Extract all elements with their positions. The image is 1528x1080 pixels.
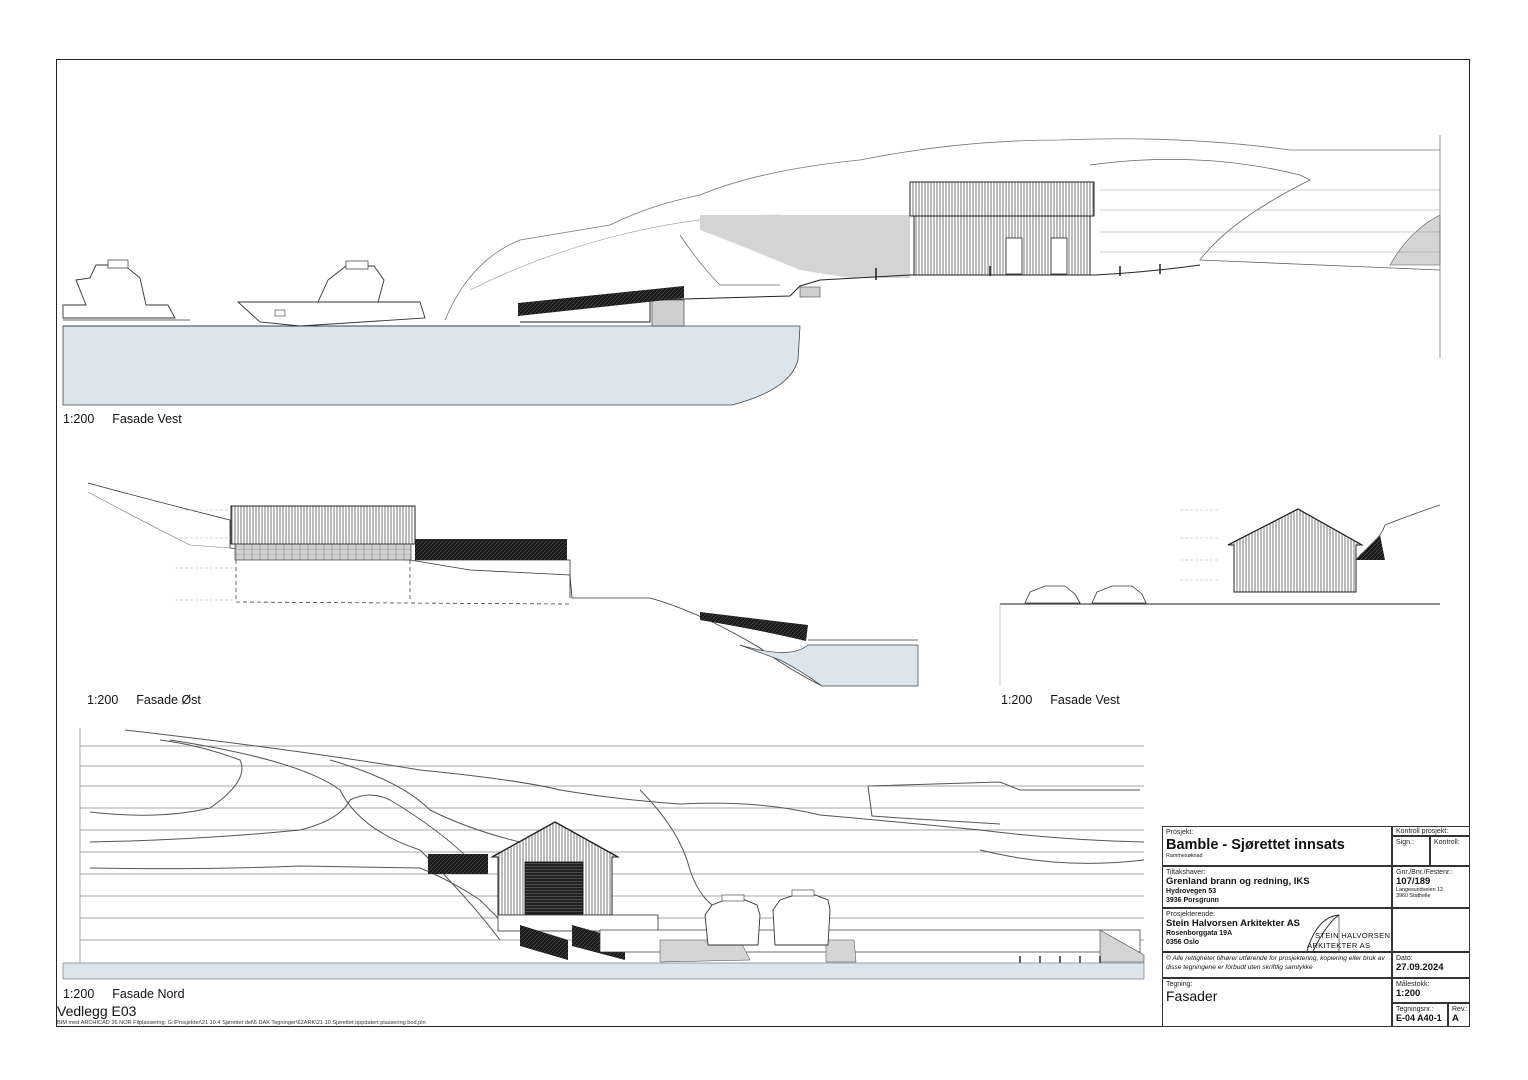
tegning-label: Tegning: <box>1166 981 1193 988</box>
sign-label: Sign.: <box>1396 839 1414 846</box>
prosjekterende-postcode: 0356 Oslo <box>1166 939 1200 946</box>
kontroll-header: Kontroll prosjekt: <box>1392 826 1470 836</box>
tiltakshaver-cell: Tiltakshaver: Grenland brann og redning,… <box>1162 866 1392 908</box>
view-title: Fasade Nord <box>112 987 185 1001</box>
prosjekterende-name: Stein Halvorsen Arkitekter AS <box>1166 918 1300 929</box>
tiltakshaver-label: Tiltakshaver: <box>1166 869 1206 876</box>
tegning-cell: Tegning: Fasader <box>1162 978 1392 1027</box>
copyright-note: © Alle rettigheter tilhører utførende fo… <box>1162 952 1392 978</box>
blank-cell <box>1392 908 1470 952</box>
view-fasade-vest-top <box>62 135 1441 406</box>
gnr-postcode: 3960 Stathelle <box>1396 893 1431 899</box>
kontroll-label: Kontroll prosjekt: <box>1396 828 1449 835</box>
prosjekterende-cell: Prosjekterende: Stein Halvorsen Arkitekt… <box>1162 908 1392 952</box>
tegningsnr-value: E-04 A40-1 <box>1396 1013 1442 1023</box>
view-title: Fasade Vest <box>1050 693 1120 707</box>
logo-line-1: STEIN HALVORSEN <box>1315 931 1391 940</box>
architect-logo: STEIN HALVORSEN ARKITEKTER AS <box>1299 913 1390 951</box>
tiltakshaver-postcode: 3936 Porsgrunn <box>1166 897 1219 904</box>
dato-label: Dato: <box>1396 955 1413 962</box>
rev-label: Rev.: <box>1452 1006 1468 1013</box>
project-subtitle: Rammesøknad <box>1166 853 1203 859</box>
tiltakshaver-name: Grenland brann og redning, IKS <box>1166 876 1310 887</box>
sign-cell: Sign.: <box>1392 836 1430 866</box>
view-scale: 1:200 <box>63 412 95 426</box>
tegningsnr-label: Tegningsnr.: <box>1396 1006 1434 1013</box>
malestokk-cell: Målestokk: 1:200 <box>1392 978 1470 1003</box>
rev-cell: Rev.: A <box>1448 1003 1470 1027</box>
rev-value: A <box>1452 1013 1459 1024</box>
gnr-label: Gnr./Bnr./Festenr.: <box>1396 869 1453 876</box>
kontroll-cell: Kontroll: <box>1430 836 1470 866</box>
view-label-nord: 1:200 Fasade Nord <box>63 987 185 1001</box>
view-label-vest-small: 1:200 Fasade Vest <box>1001 693 1120 707</box>
gnr-cell: Gnr./Bnr./Festenr.: 107/189 Langesundvei… <box>1392 866 1470 908</box>
view-title: Fasade Øst <box>136 693 201 707</box>
dato-cell: Dato: 27.09.2024 <box>1392 952 1470 978</box>
view-label-vest-top: 1:200 Fasade Vest <box>63 412 182 426</box>
prosjekt-cell: Prosjekt: Bamble - Sjørettet innsats Ram… <box>1162 826 1392 866</box>
prosjekt-label: Prosjekt: <box>1166 829 1194 836</box>
malestokk-value: 1:200 <box>1396 988 1421 999</box>
vedlegg-label: Vedlegg E03 <box>57 1003 137 1019</box>
view-fasade-nord <box>62 728 1145 980</box>
view-scale: 1:200 <box>1001 693 1033 707</box>
prosjekterende-label: Prosjekterende: <box>1166 911 1216 918</box>
view-title: Fasade Vest <box>112 412 182 426</box>
title-block: Prosjekt: Bamble - Sjørettet innsats Ram… <box>1162 826 1470 1027</box>
view-fasade-vest-small <box>999 504 1441 686</box>
gnr-address: Langesundveien 12 <box>1396 887 1444 893</box>
view-fasade-ost <box>87 482 919 687</box>
tiltakshaver-address: Hydrovegen 53 <box>1166 888 1217 895</box>
view-scale: 1:200 <box>87 693 119 707</box>
logo-line-2: ARKITEKTER AS <box>1307 941 1371 950</box>
kontroll-sub-label: Kontroll: <box>1434 839 1460 846</box>
view-scale: 1:200 <box>63 987 95 1001</box>
drawing-frame <box>56 59 1470 1027</box>
malestokk-label: Målestokk: <box>1396 981 1430 988</box>
tegning-value: Fasader <box>1166 988 1218 1004</box>
prosjekterende-address: Rosenborggata 19A <box>1166 930 1233 937</box>
project-title: Bamble - Sjørettet innsats <box>1166 837 1345 853</box>
dato-value: 27.09.2024 <box>1396 962 1444 973</box>
view-label-ost: 1:200 Fasade Øst <box>87 693 201 707</box>
gnr-value: 107/189 <box>1396 876 1431 887</box>
tegningsnr-cell: Tegningsnr.: E-04 A40-1 <box>1392 1003 1448 1027</box>
file-path: BIM med ARCHICAD 26 NOR Filplassering: G… <box>57 1020 426 1026</box>
logo-arc-icon <box>1306 914 1340 951</box>
